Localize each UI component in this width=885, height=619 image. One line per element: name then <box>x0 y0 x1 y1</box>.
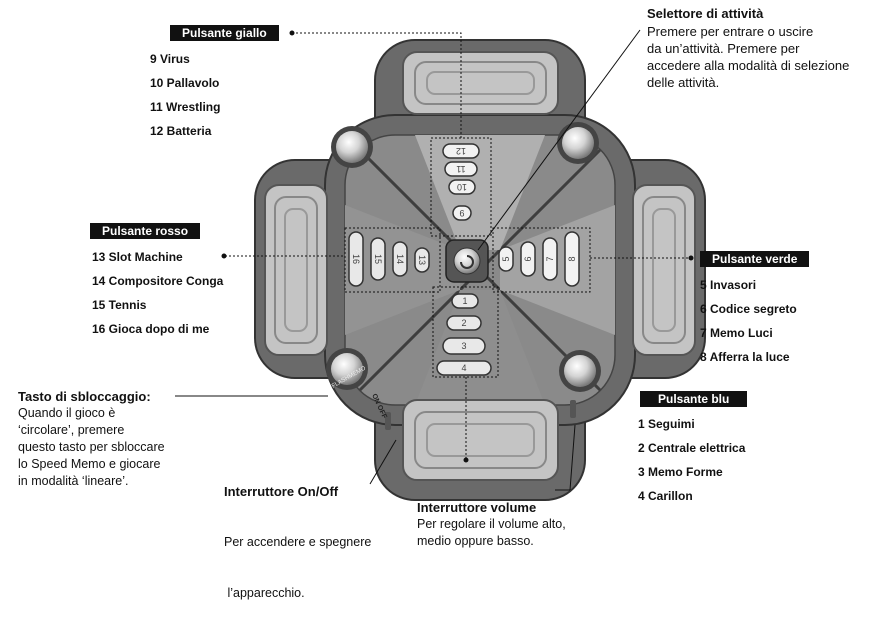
power-line-2: l’apparecchio. <box>224 586 305 600</box>
bottom-button-4-label: 4 <box>461 363 466 373</box>
yellow-item-2: 10 Pallavolo <box>150 76 220 90</box>
green-item-3: 7 Memo Luci <box>700 326 773 340</box>
yellow-item-1: 9 Virus <box>150 52 190 66</box>
blue-item-3: 3 Memo Forme <box>638 465 723 479</box>
left-button-16[interactable]: 16 <box>348 231 364 287</box>
red-button-header: Pulsante rosso <box>90 223 201 239</box>
right-button-6[interactable]: 6 <box>520 241 536 277</box>
pad-bottom[interactable] <box>402 399 559 481</box>
red-item-2: 14 Compositore Conga <box>92 274 224 288</box>
top-button-11-label: 11 <box>456 164 465 174</box>
bottom-button-1[interactable]: 1 <box>451 293 479 309</box>
bottom-button-3-label: 3 <box>461 341 466 351</box>
green-item-4: 8 Afferra la luce <box>700 350 790 364</box>
bottom-button-3[interactable]: 3 <box>442 337 486 355</box>
unlock-description: Quando il gioco è ‘circolare’, premere q… <box>18 405 208 490</box>
volume-line-1: Per regolare il volume alto, <box>417 517 566 531</box>
green-item-1: 5 Invasori <box>700 278 757 292</box>
activity-selector-line-1: Premere per entrare o uscire <box>647 24 814 39</box>
yellow-button-header: Pulsante giallo <box>170 25 279 41</box>
activity-selector-button[interactable] <box>445 239 489 283</box>
leader-lines <box>175 29 694 491</box>
blue-item-2: 2 Centrale elettrica <box>638 441 746 455</box>
power-line-1: Per accendere e spegnere <box>224 535 372 549</box>
bottom-button-2-label: 2 <box>461 318 466 328</box>
red-item-3: 15 Tennis <box>92 298 147 312</box>
right-button-8[interactable]: 8 <box>564 231 580 287</box>
top-button-11[interactable]: 11 <box>444 161 478 177</box>
bottom-button-4[interactable]: 4 <box>436 360 492 376</box>
corner-knob-top-left[interactable] <box>331 126 373 168</box>
activity-selector-line-4: delle attività. <box>647 75 720 90</box>
green-button-header: Pulsante verde <box>700 251 810 267</box>
blue-button-header: Pulsante blu <box>640 391 748 407</box>
volume-switch-description: Per regolare il volume alto, medio oppur… <box>417 516 627 550</box>
pad-left[interactable] <box>264 184 328 356</box>
left-button-15-label: 15 <box>373 254 383 264</box>
left-button-13-label: 13 <box>417 255 427 265</box>
top-button-12[interactable]: 12 <box>442 143 480 159</box>
top-button-10[interactable]: 10 <box>448 179 476 195</box>
top-button-12-label: 12 <box>456 146 466 156</box>
right-button-5-label: 5 <box>501 256 511 261</box>
volume-line-2: medio oppure basso. <box>417 534 534 548</box>
activity-selector-title: Selettore di attività <box>647 6 764 21</box>
left-button-13[interactable]: 13 <box>414 247 430 273</box>
corner-knob-top-right[interactable] <box>557 122 599 164</box>
top-button-9[interactable]: 9 <box>452 205 472 221</box>
left-button-15[interactable]: 15 <box>370 237 386 281</box>
right-button-7[interactable]: 7 <box>542 237 558 281</box>
blue-item-1: 1 Seguimi <box>638 417 695 431</box>
left-button-16-label: 16 <box>351 254 361 264</box>
green-item-2: 6 Codice segreto <box>700 302 797 316</box>
unlock-line-5: in modalità ‘lineare’. <box>18 474 129 488</box>
pad-right[interactable] <box>632 184 696 356</box>
right-button-5[interactable]: 5 <box>498 246 514 272</box>
unlock-line-1: Quando il gioco è <box>18 406 116 420</box>
bottom-button-1-label: 1 <box>462 296 467 306</box>
activity-selector-line-2: da un’attività. Premere per <box>647 41 800 56</box>
red-item-1: 13 Slot Machine <box>92 250 183 264</box>
top-button-9-label: 9 <box>459 208 464 218</box>
corner-knob-bottom-right[interactable] <box>559 350 601 392</box>
activity-selector-description: Premere per entrare o uscire da un’attiv… <box>647 23 883 91</box>
volume-switch-title: Interruttore volume <box>417 500 537 515</box>
left-button-14[interactable]: 14 <box>392 241 408 277</box>
blue-item-4: 4 Carillon <box>638 489 693 503</box>
unlock-line-3: questo tasto per sbloccare <box>18 440 165 454</box>
activity-selector-line-3: accedere alla modalità di selezione <box>647 58 850 73</box>
red-item-4: 16 Gioca dopo di me <box>92 322 210 336</box>
power-switch-title: Interruttore On/Off <box>224 484 339 499</box>
yellow-item-3: 11 Wrestling <box>150 100 221 114</box>
unlock-line-2: ‘circolare’, premere <box>18 423 125 437</box>
unlock-line-4: lo Speed Memo e giocare <box>18 457 161 471</box>
unlock-title: Tasto di sbloccaggio: <box>18 389 151 404</box>
right-button-7-label: 7 <box>545 256 555 261</box>
top-button-10-label: 10 <box>457 182 467 192</box>
right-button-8-label: 8 <box>567 256 577 261</box>
corner-knob-bottom-left[interactable] <box>326 348 368 390</box>
left-button-14-label: 14 <box>395 254 405 264</box>
power-switch-description: Per accendere e spegnere l’apparecchio. <box>224 500 424 619</box>
right-button-6-label: 6 <box>523 256 533 261</box>
yellow-item-4: 12 Batteria <box>150 124 212 138</box>
pad-top[interactable] <box>402 51 559 115</box>
bottom-button-2[interactable]: 2 <box>446 315 482 331</box>
